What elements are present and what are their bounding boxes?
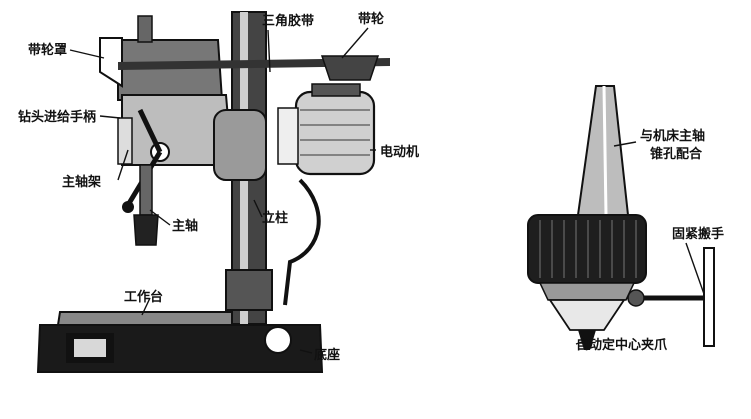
label-column: 立柱 [262,210,288,226]
taper-highlight [602,85,608,216]
base-bolt [264,326,292,354]
label-spindle-frame: 主轴架 [62,174,101,190]
label-motor: 电动机 [380,144,419,160]
label-taper-fit-1: 与机床主轴 [640,128,705,144]
label-spindle: 主轴 [172,218,198,234]
motor-top [311,83,361,97]
label-jaws: 自动定中心夹爪 [576,337,668,353]
spindle-top [137,15,153,43]
label-base: 底座 [314,347,340,363]
base-slot-left-inner [74,339,106,357]
chuck-nose [548,299,626,331]
column-clamp [213,109,267,181]
label-belt-guard: 带轮罩 [28,42,67,58]
leader-lines-right [575,141,705,345]
label-worktable: 工作台 [124,289,163,305]
chuck-sleeve [527,214,647,284]
spindle-frame-shape [117,117,133,165]
belt-guard-shape [117,39,224,101]
spindle-shape [139,164,153,216]
motor-fins [300,109,370,156]
pipe [283,178,321,306]
belt-shape [118,58,390,70]
key-gear [627,289,645,307]
motor-end-cap [277,107,299,165]
handle-knob-1 [122,201,134,213]
label-feed-handle: 钻头进给手柄 [18,109,96,125]
motor-shape [294,90,376,176]
label-chuck-key: 固紧搬手 [672,226,724,242]
label-taper-fit-2: 锥孔配合 [650,146,703,162]
worktable-shape [56,311,254,326]
knurl [539,220,637,278]
gear-ring [538,282,636,301]
label-v-belt: 三角胶带 [262,13,314,29]
drill-chuck-drawing [527,85,715,350]
belt-guard-cover [99,37,123,88]
key-handle [703,247,715,347]
label-pulley: 带轮 [358,11,384,27]
drill-press-drawing [36,11,390,373]
pulley-shape [320,55,380,81]
handle-arm-2 [137,108,163,154]
leader-lines-left [69,27,376,354]
chuck-small [133,214,159,246]
column-collar [225,269,273,311]
